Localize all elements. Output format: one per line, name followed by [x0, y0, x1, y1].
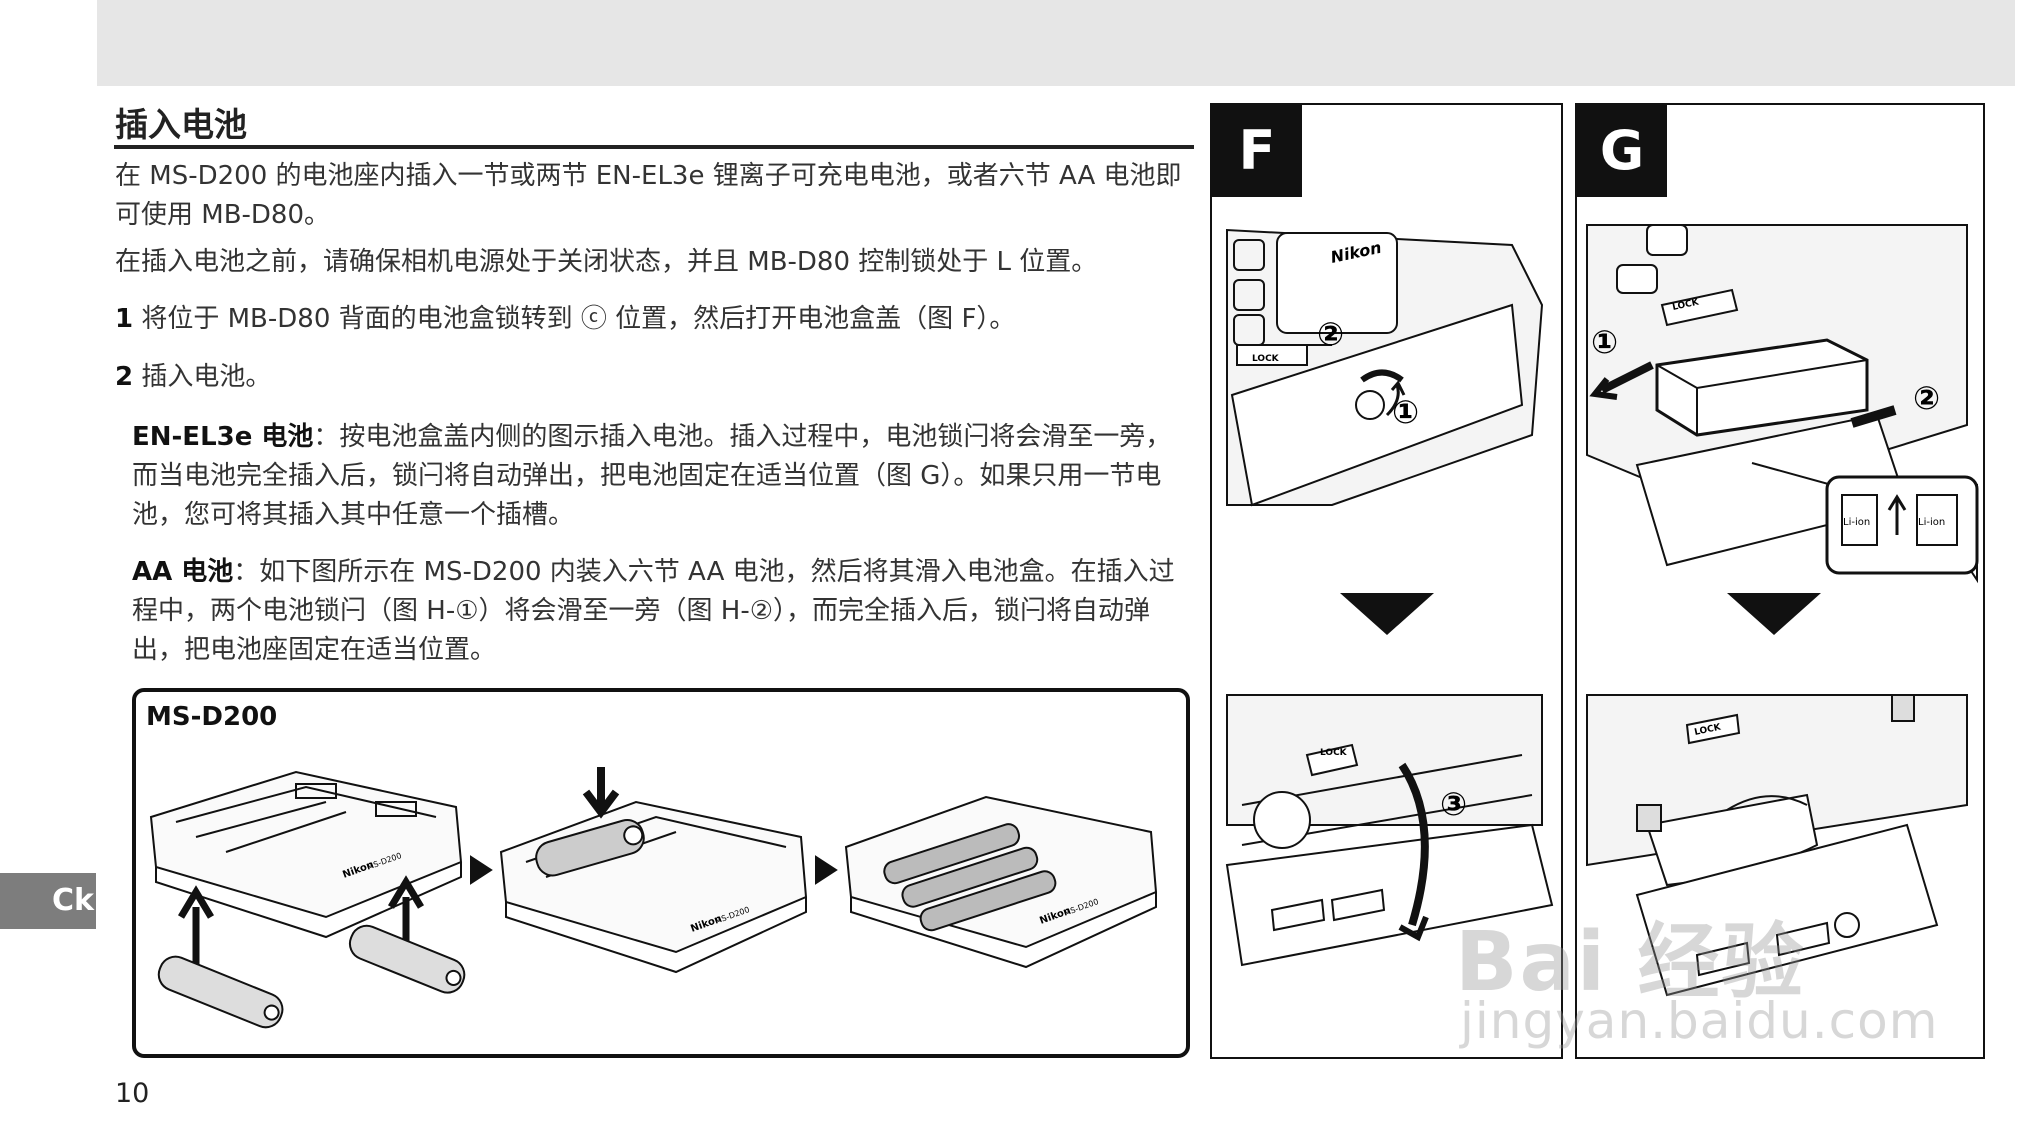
figure-f-marker-3: ③	[1440, 785, 1467, 823]
intro-paragraph-1: 在 MS-D200 的电池座内插入一节或两节 EN-EL3e 锂离子可充电电池，…	[115, 161, 1182, 230]
note-aa-label: AA 电池	[132, 557, 234, 587]
figure-g-illustration: LOCK LOCK ① ② Li-ion Li-ion	[1586, 224, 1979, 997]
note-enel3e-text: ：按电池盒盖内侧的图示插入电池。插入过程中，电池锁闩将会滑至一旁，而当电池完全插…	[132, 422, 1172, 530]
figure-g-marker-1: ①	[1591, 323, 1618, 361]
intro-paragraph-2: 在插入电池之前，请确保相机电源处于关闭状态，并且 MB-D80 控制锁处于 L …	[115, 247, 1098, 277]
figure-f-illustration: Nikon LOCK LOCK ② ① ③	[1225, 228, 1554, 967]
figure-f-marker-1: ①	[1392, 393, 1419, 431]
figure-g-battery-label-2: Li-ion	[1918, 517, 1945, 528]
ms-d200-label: MS-D200	[146, 702, 278, 732]
figure-f-letter: F	[1212, 105, 1302, 197]
language-side-tab: Ck	[0, 873, 96, 929]
step-1-text: 将位于 MB-D80 背面的电池盒锁转到 ⓒ 位置，然后打开电池盒盖（图 F）。	[141, 304, 1016, 334]
page-number: 10	[115, 1078, 150, 1109]
note-enel3e-label: EN-EL3e 电池	[132, 422, 314, 452]
note-aa-text: ：如下图所示在 MS-D200 内装入六节 AA 电池，然后将其滑入电池盒。在插…	[132, 557, 1175, 665]
step-2-number: 2	[115, 362, 134, 392]
figure-f-marker-2: ②	[1317, 315, 1344, 353]
watermark-brand: Bai 经验	[1455, 915, 1806, 1010]
figure-g-marker-2: ②	[1913, 379, 1940, 417]
figure-g-letter: G	[1577, 105, 1667, 197]
figure-f-panel: F Nikon LOCK L	[1210, 103, 1563, 1059]
note-enel3e: EN-EL3e 电池：按电池盒盖内侧的图示插入电池。插入过程中，电池锁闩将会滑至…	[132, 418, 1194, 535]
step-2-text: 插入电池。	[141, 362, 272, 392]
step-2: 2 插入电池。	[115, 358, 1195, 397]
section-title: 插入电池	[115, 105, 247, 144]
top-header-band	[97, 0, 2015, 86]
ms-d200-illustration: Nikon MS-D200 Nikon MS-D200 Nikon MS-D20…	[149, 767, 1158, 1029]
title-rule	[114, 145, 1194, 149]
figure-f-lock-bottom: LOCK	[1320, 748, 1348, 758]
figure-g-battery-label-1: Li-ion	[1843, 517, 1870, 528]
step-1: 1 将位于 MB-D80 背面的电池盒锁转到 ⓒ 位置，然后打开电池盒盖（图 F…	[115, 300, 1195, 339]
figure-f-lock-top: LOCK	[1252, 354, 1280, 364]
ms-d200-figure: MS-D200	[132, 688, 1190, 1058]
note-aa: AA 电池：如下图所示在 MS-D200 内装入六节 AA 电池，然后将其滑入电…	[132, 553, 1194, 670]
step-1-number: 1	[115, 304, 134, 334]
figure-g-panel: G	[1575, 103, 1985, 1059]
watermark-url: jingyan.baidu.com	[1460, 992, 1939, 1050]
